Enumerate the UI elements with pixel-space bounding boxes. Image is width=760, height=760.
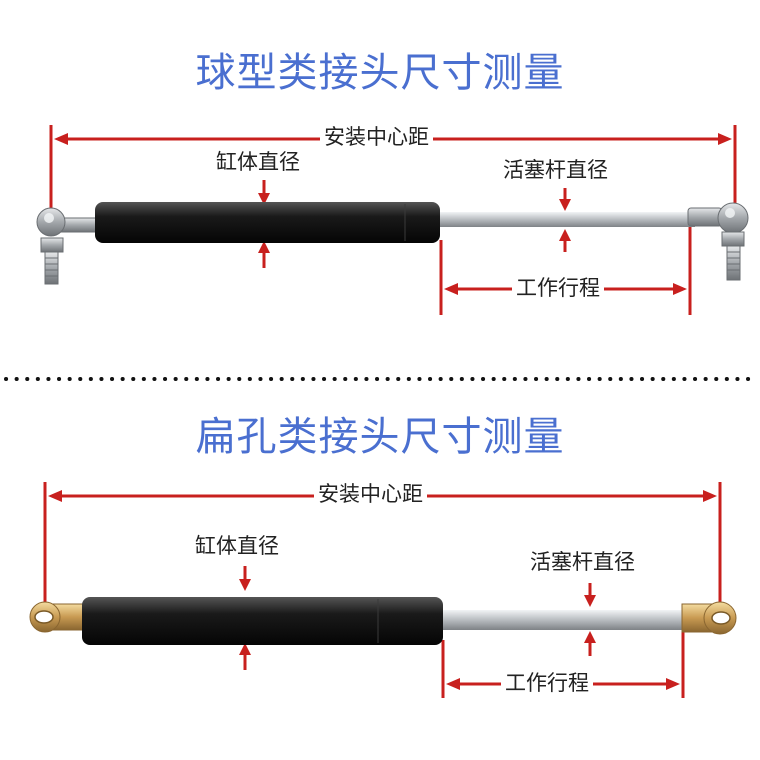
bottom-section-title: 扁孔类接头尺寸测量 [195,414,565,460]
arrow-up [559,229,571,241]
bottom-rod-diameter-label: 活塞杆直径 [530,550,635,574]
arrow-up [258,241,270,253]
top-cylinder-body [95,202,440,243]
top-cylinder-diameter-label: 缸体直径 [216,150,300,174]
bottom-cylinder-diameter-label: 缸体直径 [195,534,279,558]
top-section-title: 球型类接头尺寸测量 [195,50,565,96]
bottom-stroke-label: 工作行程 [501,673,593,694]
arrow-down [258,193,270,205]
arrow-right [673,283,687,295]
top-center-distance-label: 安装中心距 [320,127,433,148]
arrow-right [666,678,680,690]
arrow-left [54,133,68,145]
bottom-right-eyelet [681,601,737,635]
bottom-cylinder-body [82,597,443,645]
top-rod-diameter-label: 活塞杆直径 [503,158,608,182]
arrow-up [239,643,251,655]
bottom-center-distance-label: 安装中心距 [314,484,427,505]
bottom-piston-rod [443,610,686,630]
bottom-dimension-lines [43,482,722,698]
arrow-up [584,631,596,643]
arrow-down [584,595,596,607]
top-gas-spring [36,202,749,285]
arrow-right [703,490,717,502]
top-left-ball-joint [36,207,101,285]
arrow-down [239,579,251,591]
top-piston-rod [440,212,695,227]
arrow-left [444,283,458,295]
arrow-left [48,490,62,502]
bottom-left-eyelet [29,601,88,633]
top-stroke-label: 工作行程 [512,278,604,299]
arrow-left [446,678,460,690]
bottom-gas-spring [29,597,737,645]
arrow-right [718,133,732,145]
arrow-down [559,199,571,211]
top-right-ball-joint [687,202,749,281]
